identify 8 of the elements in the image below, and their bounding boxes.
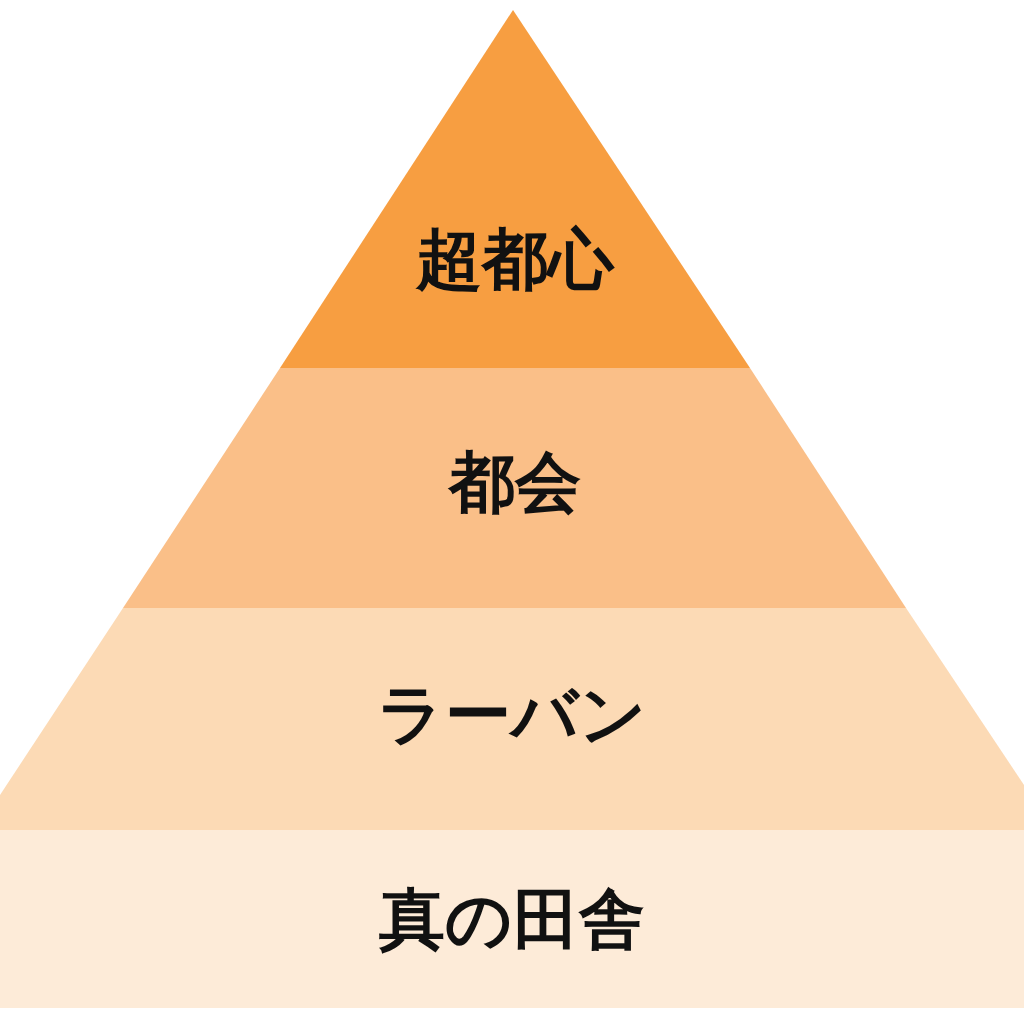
pyramid-tier: [280, 10, 750, 368]
tier-label: ラーバン: [376, 675, 648, 755]
pyramid-tier: [0, 608, 1024, 830]
tier-label: 都会: [447, 443, 582, 523]
pyramid-tier: [123, 368, 906, 608]
pyramid-tier: [0, 830, 1024, 1008]
tier-label: 超都心: [414, 220, 616, 300]
tier-label: 真の田舎: [378, 880, 646, 960]
